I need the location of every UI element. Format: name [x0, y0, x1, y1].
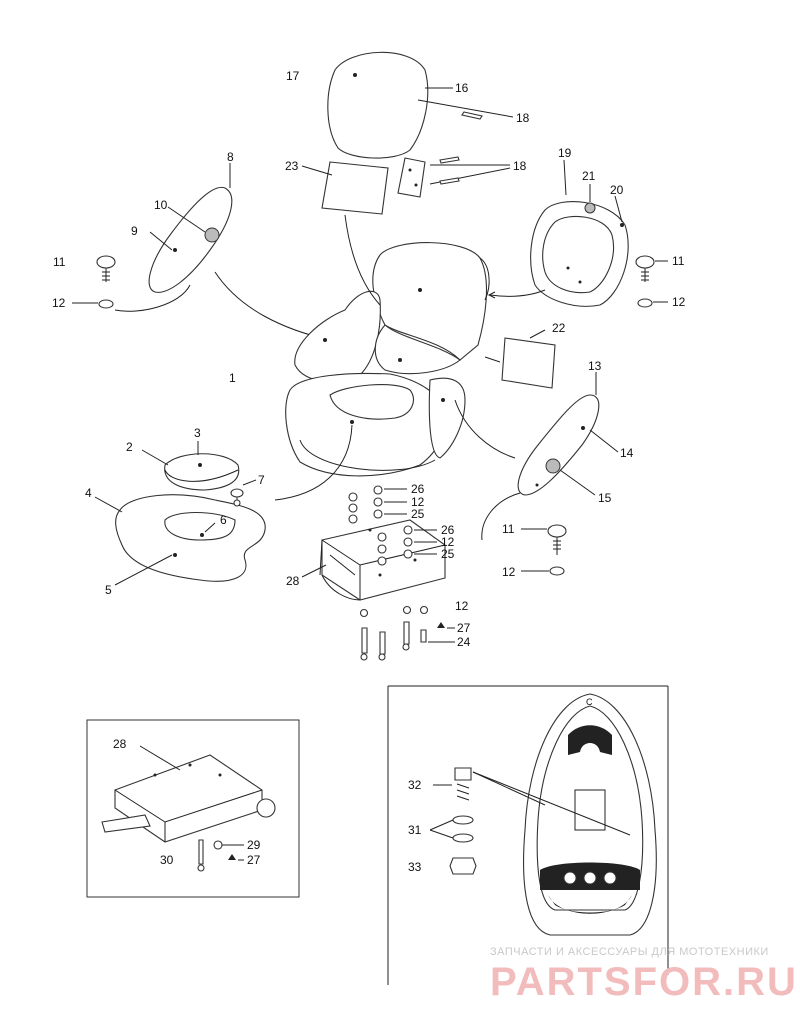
- label-21: 21: [582, 169, 596, 183]
- label-6: 6: [220, 513, 227, 527]
- label-1: 1: [229, 371, 236, 385]
- label-12-stack-b: 12: [441, 535, 455, 549]
- right-armrest: [481, 372, 619, 541]
- label-18-upper: 18: [516, 111, 530, 125]
- label-15: 15: [598, 491, 612, 505]
- label-33: 33: [408, 860, 422, 874]
- label-28-b: 28: [113, 737, 127, 751]
- fasteners-stack-upper: [348, 485, 437, 566]
- label-24: 24: [457, 635, 471, 649]
- label-27-a: 27: [457, 621, 471, 635]
- label-19: 19: [558, 146, 572, 160]
- svg-text:C: C: [586, 697, 593, 707]
- watermark-logo: PARTSFOR.RU: [490, 960, 798, 1004]
- label-16: 16: [455, 81, 469, 95]
- watermark-caption: ЗАПЧАСТИ И АКСЕССУАРЫ ДЛЯ МОТОТЕХНИКИ: [490, 946, 769, 958]
- label-7: 7: [258, 473, 265, 487]
- label-4: 4: [85, 486, 92, 500]
- base-pad: [94, 494, 266, 586]
- label-18-lower: 18: [513, 159, 527, 173]
- right-knob-hardware-upper: [635, 255, 668, 308]
- label-20: 20: [610, 183, 624, 197]
- label-12-lower: 12: [502, 565, 516, 579]
- label-12-stack-c: 12: [455, 599, 469, 613]
- left-armrest: [114, 163, 331, 341]
- fasteners-stack-lower: [359, 605, 455, 661]
- label-3: 3: [194, 426, 201, 440]
- label-22: 22: [552, 321, 566, 335]
- callout-labels: 1 2 3 4 5 6 7 8 9 10 11 12 11 12 11 12 1…: [52, 69, 686, 874]
- label-25-b: 25: [441, 547, 455, 561]
- label-31: 31: [408, 823, 422, 837]
- label-23: 23: [285, 159, 299, 173]
- seat-cushion: [141, 441, 240, 491]
- label-11-right: 11: [672, 254, 685, 268]
- label-9: 9: [131, 224, 138, 238]
- label-10: 10: [154, 198, 168, 212]
- lumbar-pad: [301, 156, 511, 215]
- inset-bracket-detail: [86, 719, 300, 898]
- backrest-cushion: [327, 51, 514, 159]
- clip-7: [230, 479, 257, 507]
- label-5: 5: [105, 583, 112, 597]
- label-11-lower: 11: [502, 522, 515, 536]
- label-13: 13: [588, 359, 602, 373]
- inset-craft-detail: C: [387, 685, 669, 985]
- label-14: 14: [620, 446, 634, 460]
- label-12-left: 12: [52, 296, 66, 310]
- watermark: ЗАПЧАСТИ И АКСЕССУАРЫ ДЛЯ МОТОТЕХНИКИ PA…: [490, 946, 798, 1004]
- main-seat: [274, 214, 516, 501]
- label-8: 8: [227, 150, 234, 164]
- label-28-a: 28: [286, 574, 300, 588]
- label-17: 17: [286, 69, 300, 83]
- seat-plate: [484, 329, 556, 389]
- seat-bracket: [301, 519, 446, 601]
- right-armrest-frame: [487, 159, 629, 307]
- label-29: 29: [247, 838, 261, 852]
- right-knob-hardware-lower: [521, 524, 567, 576]
- label-2: 2: [126, 440, 133, 454]
- label-25-a: 25: [411, 507, 425, 521]
- left-knob-hardware: [72, 255, 116, 309]
- label-11-left: 11: [53, 255, 66, 269]
- label-32: 32: [408, 778, 422, 792]
- label-27-b: 27: [247, 853, 261, 867]
- label-12-stack-a: 12: [411, 495, 425, 509]
- label-30: 30: [160, 853, 174, 867]
- label-26-a: 26: [411, 482, 425, 496]
- label-26-b: 26: [441, 523, 455, 537]
- label-12-right: 12: [672, 295, 686, 309]
